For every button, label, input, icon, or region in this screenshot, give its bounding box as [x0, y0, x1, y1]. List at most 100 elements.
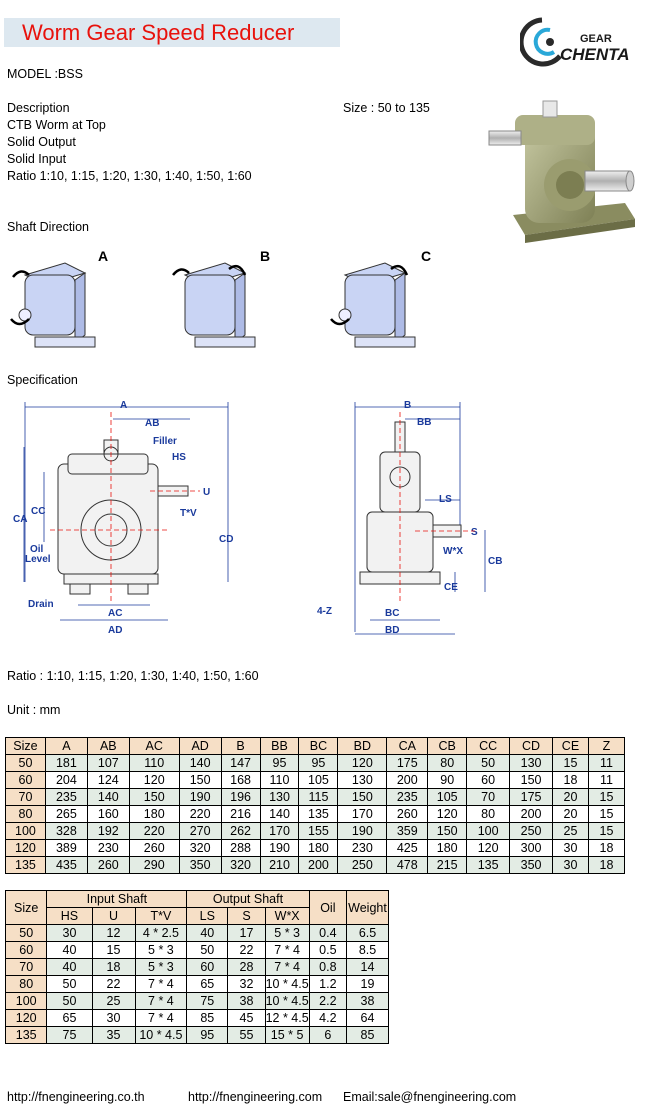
table-cell-size: 70	[5, 788, 46, 806]
page-title: Worm Gear Speed Reducer	[22, 20, 295, 45]
table-cell: 7 * 4	[134, 1009, 188, 1027]
table-cell: 10 * 4.5	[134, 1026, 188, 1044]
table-cell: 60	[186, 958, 229, 976]
logo-text-bottom: CHENTA	[560, 45, 630, 64]
table-cell: 107	[86, 754, 130, 772]
table-cell: 15	[91, 941, 136, 959]
table-cell: 190	[337, 822, 388, 840]
table-cell: 40	[46, 958, 93, 976]
table-cell: 25	[552, 822, 589, 840]
footer-link-co-th[interactable]: http://fnengineering.co.th	[7, 1090, 145, 1104]
table-cell: 7 * 4	[134, 975, 188, 993]
table-cell: 4 * 2.5	[134, 924, 188, 942]
dim-label-filler: Filler	[153, 436, 177, 447]
table-cell: 120	[466, 839, 511, 857]
table-cell: 95	[259, 754, 300, 772]
description-line: Solid Output	[7, 135, 76, 149]
table-cell: 130	[509, 754, 554, 772]
table-cell: 15	[587, 805, 626, 823]
table-cell: 70	[466, 788, 511, 806]
table-cell: 175	[509, 788, 554, 806]
dim-label-tv: T*V	[180, 508, 197, 519]
table-cell: 50	[186, 941, 229, 959]
table-cell: 10 * 4.5	[264, 975, 310, 993]
chenta-logo: GEAR CHENTA	[520, 17, 630, 67]
column-header: HS	[46, 907, 93, 925]
footer-link-com[interactable]: http://fnengineering.com	[188, 1090, 322, 1104]
table-cell: 260	[386, 805, 429, 823]
footer-link-co-th-text[interactable]: http://fnengineering.co.th	[7, 1090, 145, 1104]
dim-label-cc: CC	[31, 506, 45, 517]
table-cell: 124	[86, 771, 130, 789]
dim-label-cd: CD	[219, 534, 233, 545]
table-cell: 147	[220, 754, 261, 772]
table-cell-size: 100	[5, 822, 46, 840]
table-cell: 105	[298, 771, 339, 789]
logo-text-top: GEAR	[580, 33, 612, 45]
table-cell: 150	[128, 788, 180, 806]
table-cell: 288	[220, 839, 261, 857]
column-header: LS	[186, 907, 229, 925]
table-cell: 170	[337, 805, 388, 823]
column-header: Z	[587, 737, 626, 755]
table-cell: 15	[587, 822, 626, 840]
table-cell: 22	[227, 941, 266, 959]
table-cell: 50	[46, 992, 93, 1010]
table-cell: 190	[178, 788, 222, 806]
dim-label-bb: BB	[417, 417, 431, 428]
table-cell: 80	[427, 754, 468, 772]
table-cell-size: 120	[4, 1009, 48, 1027]
table-cell: 1.2	[308, 975, 348, 993]
table-cell: 11	[587, 754, 626, 772]
table-cell: 135	[298, 805, 339, 823]
table-header-row: Size Input Shaft Output Shaft Oil Weight	[4, 890, 389, 925]
table-cell: 150	[509, 771, 554, 789]
table-cell-size: 135	[4, 1026, 48, 1044]
table-cell: 2.2	[308, 992, 348, 1010]
table-cell: 180	[298, 839, 339, 857]
table-cell-size: 100	[4, 992, 48, 1010]
side-view-drawing: B BB LS S W*X CB CE 4-Z BC BD	[317, 400, 502, 636]
table-cell: 181	[44, 754, 88, 772]
table-cell: 220	[178, 805, 222, 823]
table-cell: 60	[466, 771, 511, 789]
dim-label-oil: Oil	[30, 544, 44, 555]
table-cell: 435	[44, 856, 88, 874]
shaft-direction-label-b: B	[260, 248, 271, 264]
column-header: S	[227, 907, 266, 925]
table-cell: 0.8	[308, 958, 348, 976]
table-cell: 18	[587, 839, 626, 857]
table-cell: 120	[337, 754, 388, 772]
table-cell-size: 60	[4, 941, 48, 959]
table-cell: 11	[587, 771, 626, 789]
table-subheader-row: HS U T*V LS S W*X	[6, 907, 389, 925]
table-cell: 25	[91, 992, 136, 1010]
description-heading: Description	[7, 101, 70, 115]
column-header: T*V	[134, 907, 188, 925]
table-cell: 320	[220, 856, 261, 874]
table-cell: 105	[427, 788, 468, 806]
table-cell: 5 * 3	[264, 924, 310, 942]
table-cell: 425	[386, 839, 429, 857]
dim-label-b: B	[404, 400, 411, 411]
dim-label-wx: W*X	[443, 546, 463, 557]
table-header-row: Size A AB AC AD B BB BC BD CA CB CC CD C…	[5, 737, 626, 755]
table-cell: 135	[466, 856, 511, 874]
footer-link-com-text[interactable]: http://fnengineering.com	[188, 1090, 323, 1104]
title-bar	[4, 18, 340, 47]
dim-label-ls: LS	[439, 494, 452, 505]
table-cell: 140	[86, 788, 130, 806]
column-header: B	[220, 737, 261, 755]
table-cell: 204	[44, 771, 88, 789]
table-cell: 216	[220, 805, 261, 823]
footer-email[interactable]: Email:sale@fnengineering.com	[343, 1090, 517, 1104]
table-cell: 15	[587, 788, 626, 806]
table-cell: 28	[227, 958, 266, 976]
